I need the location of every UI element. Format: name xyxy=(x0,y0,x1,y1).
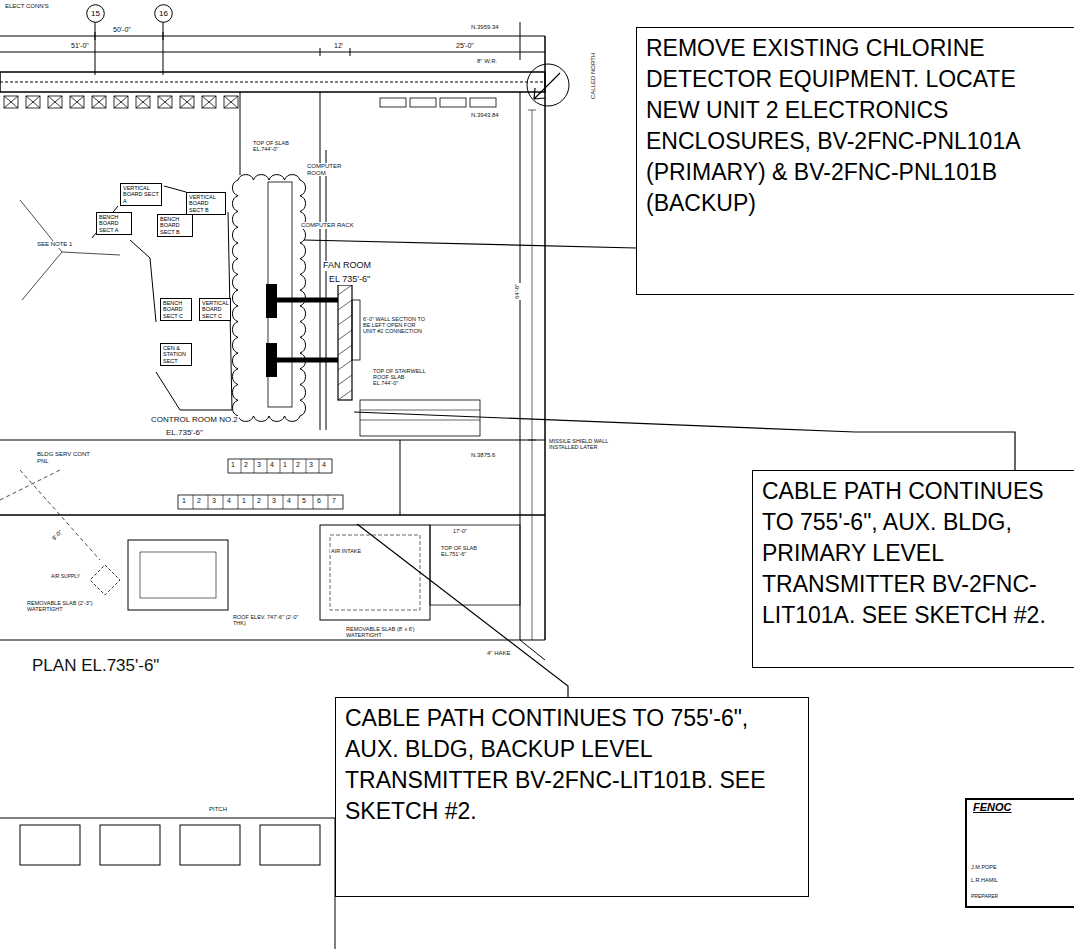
plan-note: N.3875.6 xyxy=(470,452,496,459)
callout-box-text: CABLE PATH CONTINUES TO 755'-6", AUX. BL… xyxy=(762,476,1065,631)
title-block-text: FENOC xyxy=(973,801,1072,814)
plan-note: J.M.POPE xyxy=(970,864,998,870)
control-board: BENCH BOARD SECT C xyxy=(160,298,192,321)
table-cell: 2 xyxy=(244,461,248,469)
table-cell: 2 xyxy=(197,497,201,505)
table-cell: 1 xyxy=(231,461,235,469)
callout-box-text: REMOVE EXISTING CHLORINE DETECTOR EQUIPM… xyxy=(646,33,1065,219)
bubble-circle xyxy=(87,5,105,23)
enclosures xyxy=(266,284,338,377)
plan-note: AIR INTAKE xyxy=(330,548,362,554)
table-cell: 3 xyxy=(257,461,261,469)
table-cell: 3 xyxy=(309,461,313,469)
table-cell: 6 xyxy=(317,497,321,505)
plan-note: 12' xyxy=(333,42,344,50)
table-cell: 1 xyxy=(182,497,186,505)
plan-note: ROOF ELEV. 747'-6" (2'-0" THK) xyxy=(232,614,304,626)
plan-note: 8" W.R. xyxy=(476,58,498,65)
control-board-text: VERTICAL BOARD SECT C xyxy=(202,300,228,319)
plan-note: 64'-8" xyxy=(514,283,521,300)
table-cell: 4 xyxy=(270,461,274,469)
control-board-text: BENCH BOARD SECT A xyxy=(99,214,129,233)
plan-note: COMPUTER RACK xyxy=(300,222,355,229)
plan-note: 50'-0" xyxy=(112,26,132,34)
control-board: BENCH BOARD SECT A xyxy=(96,212,132,235)
leader-line xyxy=(304,240,636,248)
table-cell: 1 xyxy=(242,497,246,505)
plan-note: FAN ROOM xyxy=(322,261,372,271)
plan-title: PLAN EL.735'-6" xyxy=(32,656,159,676)
control-board-text: VERTICAL BOARD SECT B xyxy=(189,194,223,213)
plan-note: N.3943.84 xyxy=(470,112,500,119)
plan-note: CONTROL ROOM NO.2 xyxy=(150,416,239,425)
grid-bubble-text: 16 xyxy=(159,9,168,18)
plan-note: 4" HAKE xyxy=(486,650,511,657)
plan-note: AIR SUPPLY xyxy=(50,574,81,580)
plan-note: TOP OF STAIRWELL ROOF SLAB EL.744'-0" xyxy=(372,368,432,386)
bubble-circle xyxy=(155,5,173,23)
plan-note: 25'-0" xyxy=(455,42,475,50)
plan-note: N.3959.34 xyxy=(470,24,500,31)
control-board-text: CEN & STATION SECT xyxy=(163,345,189,364)
plan-note: 51'-0" xyxy=(70,42,90,50)
leader-line xyxy=(354,412,1015,470)
plan-note: REMOVABLE SLAB (8' x 6') WATERTIGHT xyxy=(345,626,421,638)
control-board-text: BENCH BOARD SECT B xyxy=(160,216,190,235)
plan-note: PITCH xyxy=(208,806,228,813)
grid-bubble: 16 xyxy=(154,4,173,23)
plan-note: BLDG SERV CONT PNL xyxy=(36,451,98,464)
control-board: VERTICAL BOARD SECT A xyxy=(120,183,162,206)
control-board: VERTICAL BOARD SECT C xyxy=(199,298,231,321)
table-cell: 7 xyxy=(332,497,336,505)
table-cell: 4 xyxy=(322,461,326,469)
control-board: CEN & STATION SECT xyxy=(160,343,192,366)
plan-note: EL.735'-6" xyxy=(165,429,204,438)
plan-note: TOP OF SLAB EL.744'-0" xyxy=(252,140,316,152)
plan-note: CALLED NORTH xyxy=(590,52,597,100)
plan-note: REMOVABLE SLAB (2'-3") WATERTIGHT xyxy=(26,600,102,612)
plan-note: 9'-0" xyxy=(50,528,65,543)
table-cell: 2 xyxy=(296,461,300,469)
control-board: BENCH BOARD SECT B xyxy=(157,214,193,237)
grid-bubble-text: 15 xyxy=(91,9,100,18)
plan-note: EL 735'-6" xyxy=(328,275,371,285)
plan-note: MISSILE SHIELD WALL INSTALLED LATER xyxy=(548,438,612,450)
plan-note: SEE NOTE 1 xyxy=(36,241,73,248)
callout-box-text: CABLE PATH CONTINUES TO 755'-6", AUX. BL… xyxy=(345,703,799,827)
plan-note: COMPUTER ROOM xyxy=(306,163,344,176)
callout-box: CABLE PATH CONTINUES TO 755'-6", AUX. BL… xyxy=(335,697,809,897)
plan-note: 17'-0" xyxy=(452,528,468,534)
callout-box: REMOVE EXISTING CHLORINE DETECTOR EQUIPM… xyxy=(636,27,1074,295)
callout-box: CABLE PATH CONTINUES TO 755'-6", AUX. BL… xyxy=(752,470,1074,668)
table-cell: 2 xyxy=(257,497,261,505)
plan-note: ELECT CONN'S xyxy=(4,3,50,10)
control-board: VERTICAL BOARD SECT B xyxy=(186,192,226,215)
table-cell: 1 xyxy=(283,461,287,469)
title-block: FENOC xyxy=(965,798,1074,908)
control-board-text: BENCH BOARD SECT C xyxy=(163,300,189,319)
leader-line xyxy=(357,524,568,697)
table-cell: 3 xyxy=(272,497,276,505)
table-cell: 5 xyxy=(302,497,306,505)
plan-note: L.R.HAMIL xyxy=(970,877,999,883)
plan-note: PREPARER xyxy=(970,894,999,900)
control-board-text: VERTICAL BOARD SECT A xyxy=(123,185,159,204)
grid-bubble: 15 xyxy=(86,4,105,23)
table-cell: 3 xyxy=(212,497,216,505)
table-cell: 4 xyxy=(227,497,231,505)
plan-note: TOP OF SLAB EL.751'-6" xyxy=(440,545,492,557)
table-cell: 4 xyxy=(287,497,291,505)
plan-note: 6'-0" WALL SECTION TO BE LEFT OPEN FOR U… xyxy=(362,316,426,334)
plan-linework xyxy=(0,22,1074,949)
revision-cloud xyxy=(232,175,305,422)
